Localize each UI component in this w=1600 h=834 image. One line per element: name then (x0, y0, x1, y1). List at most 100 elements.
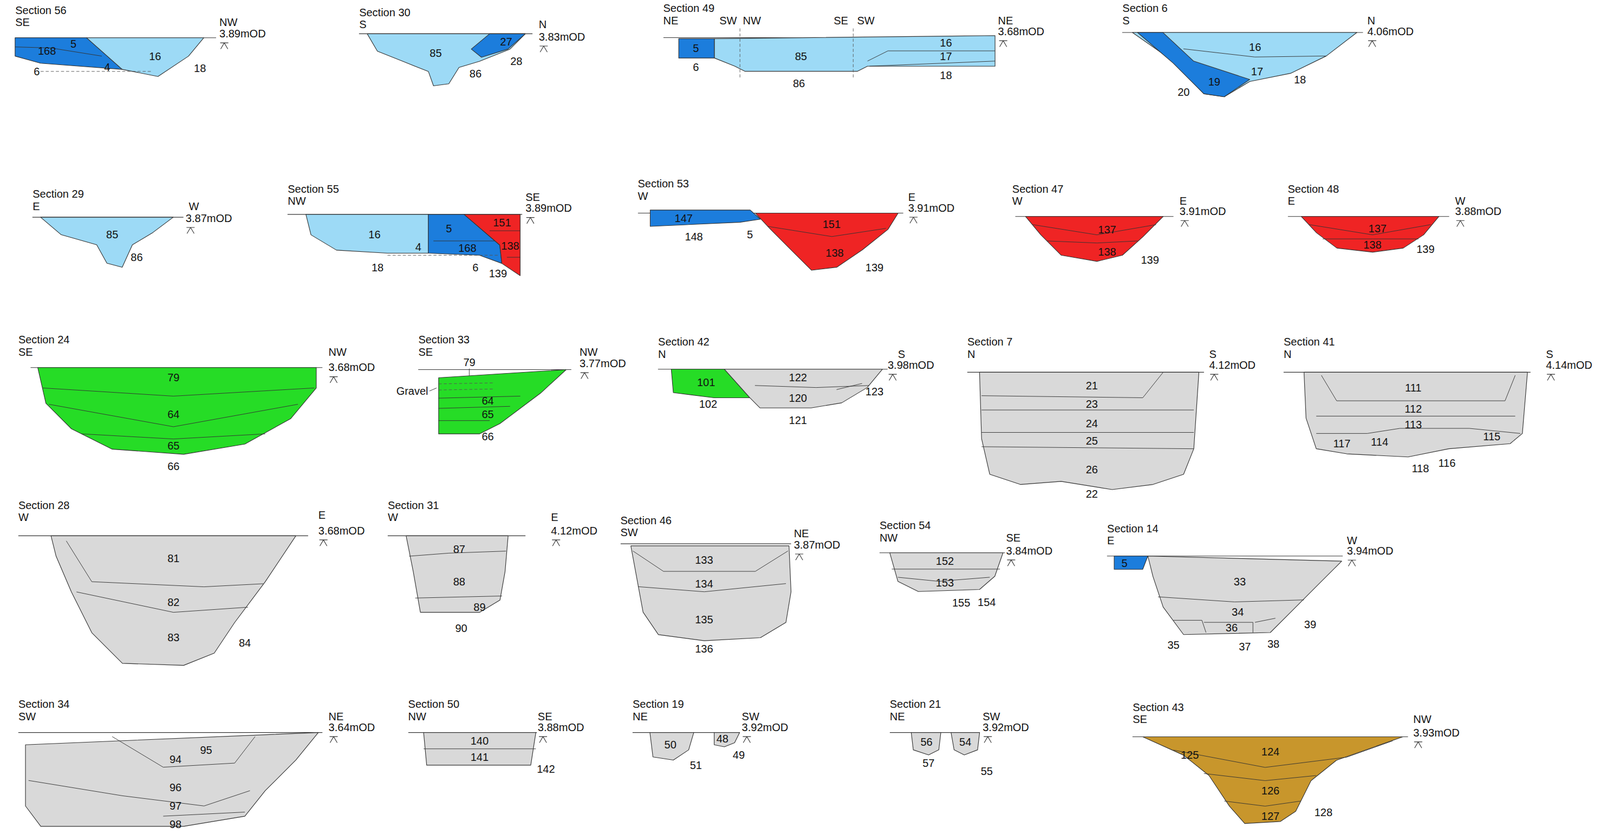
context-number: 88 (453, 576, 466, 588)
context-number: 137 (1368, 223, 1387, 234)
layer-boundary (1204, 773, 1317, 781)
context-number: 64 (481, 395, 494, 407)
context-number: 26 (1085, 464, 1098, 476)
context-number: 38 (1267, 638, 1280, 650)
level-label: 3.92mOD (982, 722, 1030, 733)
level-label: 3.68mOD (328, 361, 376, 373)
orientation-label: W (387, 511, 399, 523)
context-number: 140 (470, 735, 489, 747)
context-number: 124 (1261, 746, 1280, 758)
level-label: 3.94mOD (1347, 545, 1394, 557)
section-profile: Section 34SWNE3.64mOD9495969798 (8, 693, 380, 834)
context-number: 17 (939, 50, 952, 62)
orientation-label: NW (579, 346, 598, 358)
context-number: 125 (1180, 749, 1199, 761)
context-number: 114 (1370, 436, 1389, 448)
level-label: 3.83mOD (538, 31, 586, 43)
context-number: 4 (415, 241, 422, 253)
context-number: 28 (510, 55, 523, 67)
context-number: 135 (694, 614, 713, 626)
orientation-label: E (550, 511, 558, 523)
deposit-fill (678, 38, 715, 59)
context-number: 102 (699, 398, 718, 410)
orientation-label: SE (1132, 713, 1148, 725)
context-number: 5 (1121, 557, 1128, 569)
level-label: 3.93mOD (1413, 727, 1460, 739)
ground-line (18, 732, 323, 733)
deposit-fill (724, 369, 883, 409)
layer-boundary (423, 748, 536, 750)
context-number: 112 (1404, 403, 1422, 415)
section-profile: Section 24SENW3.68mOD79646566 (8, 329, 380, 479)
datum-symbol (1348, 560, 1357, 567)
level-label: 3.68mOD (997, 25, 1045, 37)
context-number: 65 (167, 440, 180, 452)
section-drawing (8, 495, 370, 678)
context-number: 22 (1085, 488, 1098, 500)
datum-symbol (538, 736, 548, 743)
context-number: 123 (865, 386, 884, 398)
orientation-label: S (1208, 348, 1216, 360)
layer-boundary (1204, 622, 1253, 633)
orientation-label: E (1179, 195, 1187, 207)
section-profile: Section 19NESW3.92mOD50485149 (622, 693, 793, 778)
layer-boundary (66, 540, 264, 587)
section-title: Section 50 (408, 698, 460, 710)
section-title: Section 54 (879, 519, 932, 531)
context-number: 151 (492, 217, 511, 229)
layer-boundary (867, 50, 995, 62)
deposit-fill (37, 367, 317, 454)
level-label: 3.89mOD (219, 28, 266, 39)
context-number: 139 (1140, 254, 1159, 266)
context-number: 82 (167, 596, 180, 608)
orientation-label: NW (219, 16, 238, 28)
context-number: 17 (1251, 66, 1264, 77)
orientation-label: E (908, 191, 916, 203)
context-number: Gravel (396, 385, 429, 397)
orientation-label: NE (328, 711, 344, 723)
section-profile: Section 53WE3.91mOD1471485151138139 (627, 173, 960, 283)
context-number: 51 (690, 759, 702, 771)
context-number: 116 (1438, 457, 1456, 469)
orientation-label: NE (663, 15, 679, 26)
section-drawing (8, 693, 380, 834)
orientation-label: E (32, 200, 40, 212)
section-title: Section 7 (967, 336, 1013, 348)
context-number: 138 (1363, 239, 1382, 251)
datum-symbol (1414, 742, 1423, 749)
context-number: 139 (865, 262, 884, 273)
deposit-fill (1114, 556, 1148, 570)
section-profile: Section 30SN3.83mOD85278628 (348, 2, 590, 99)
datum-symbol (526, 217, 535, 224)
orientation-label: SW (982, 711, 1000, 723)
section-profile: Section 48EW3.88mOD137138139 (1277, 178, 1507, 265)
orientation-label: NE (889, 711, 906, 723)
context-number: 18 (939, 69, 952, 81)
datum-symbol (888, 374, 897, 381)
level-label: 3.91mOD (1179, 205, 1227, 217)
section-profile: Section 54NWSE3.84mOD152153155154 (869, 515, 1058, 616)
context-number: 18 (193, 62, 206, 74)
level-label: 4.06mOD (1367, 25, 1414, 37)
context-number: 79 (167, 372, 180, 383)
section-title: Section 33 (418, 334, 470, 346)
context-number: 65 (481, 408, 494, 420)
level-label: 4.14mOD (1545, 359, 1593, 371)
layer-boundary (15, 47, 102, 57)
deposit-fill (911, 732, 941, 756)
context-number: 33 (1233, 576, 1246, 588)
layer-boundary (28, 780, 251, 806)
datum-symbol (983, 736, 992, 743)
orientation-label: NE (997, 15, 1013, 26)
orientation-label: SW (742, 711, 760, 723)
layer-boundary (112, 736, 256, 768)
context-number: 90 (454, 622, 467, 634)
context-number: 6 (472, 262, 479, 273)
level-label: 3.91mOD (908, 202, 955, 214)
context-number: 16 (368, 229, 381, 240)
datum-symbol (329, 376, 338, 383)
section-profile: Section 49NESWNWSESWNE3.68mOD56858616171… (653, 0, 1050, 96)
section-profile: Section 33SENW3.77mOD79Gravel646566 (401, 329, 631, 450)
datum-symbol (1368, 40, 1377, 47)
context-number: 138 (1097, 246, 1116, 258)
